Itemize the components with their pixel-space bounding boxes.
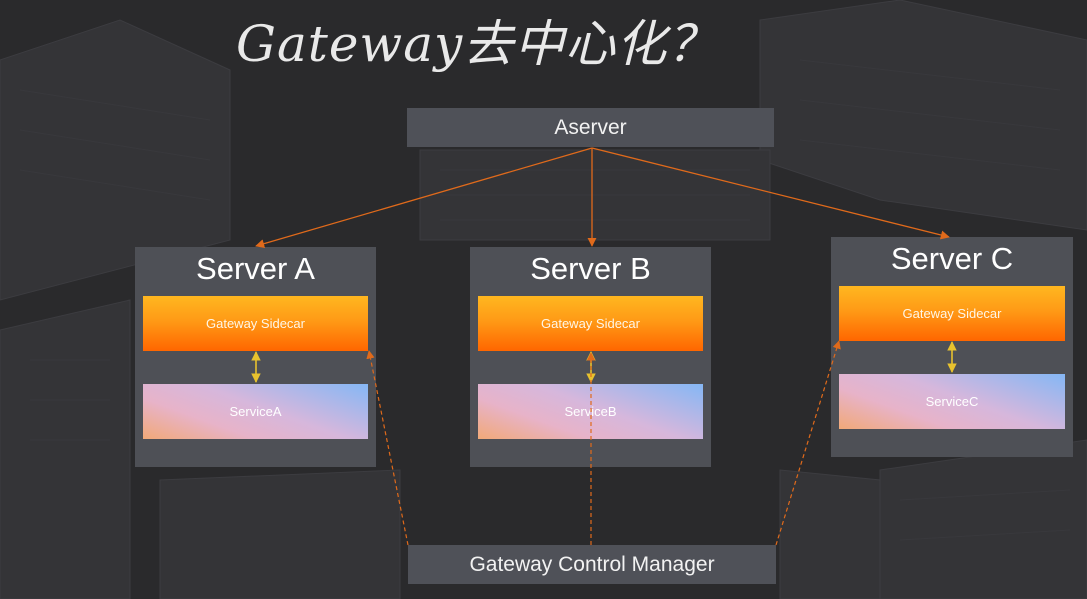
server-c-title: Server C (890, 241, 1014, 276)
gateway-control-manager-box: Gateway Control Manager (408, 545, 776, 584)
server-b-box: Server B Gateway Sidecar ServiceB (470, 247, 711, 467)
server-a-title: Server A (196, 251, 315, 286)
server-b-gateway-sidecar: Gateway Sidecar (478, 296, 703, 351)
page-title: Gateway去中心化？ (236, 15, 719, 73)
server-b-title: Server B (530, 251, 651, 286)
server-a-service: ServiceA (143, 384, 368, 439)
server-c-gateway-sidecar: Gateway Sidecar (839, 286, 1065, 341)
server-b-service: ServiceB (478, 384, 703, 439)
server-c-service: ServiceC (839, 374, 1065, 429)
server-a-gateway-sidecar: Gateway Sidecar (143, 296, 368, 351)
server-c-box: Server C Gateway Sidecar ServiceC (831, 237, 1073, 457)
aserver-box: Aserver (407, 108, 774, 147)
server-a-box: Server A Gateway Sidecar ServiceA (135, 247, 376, 467)
